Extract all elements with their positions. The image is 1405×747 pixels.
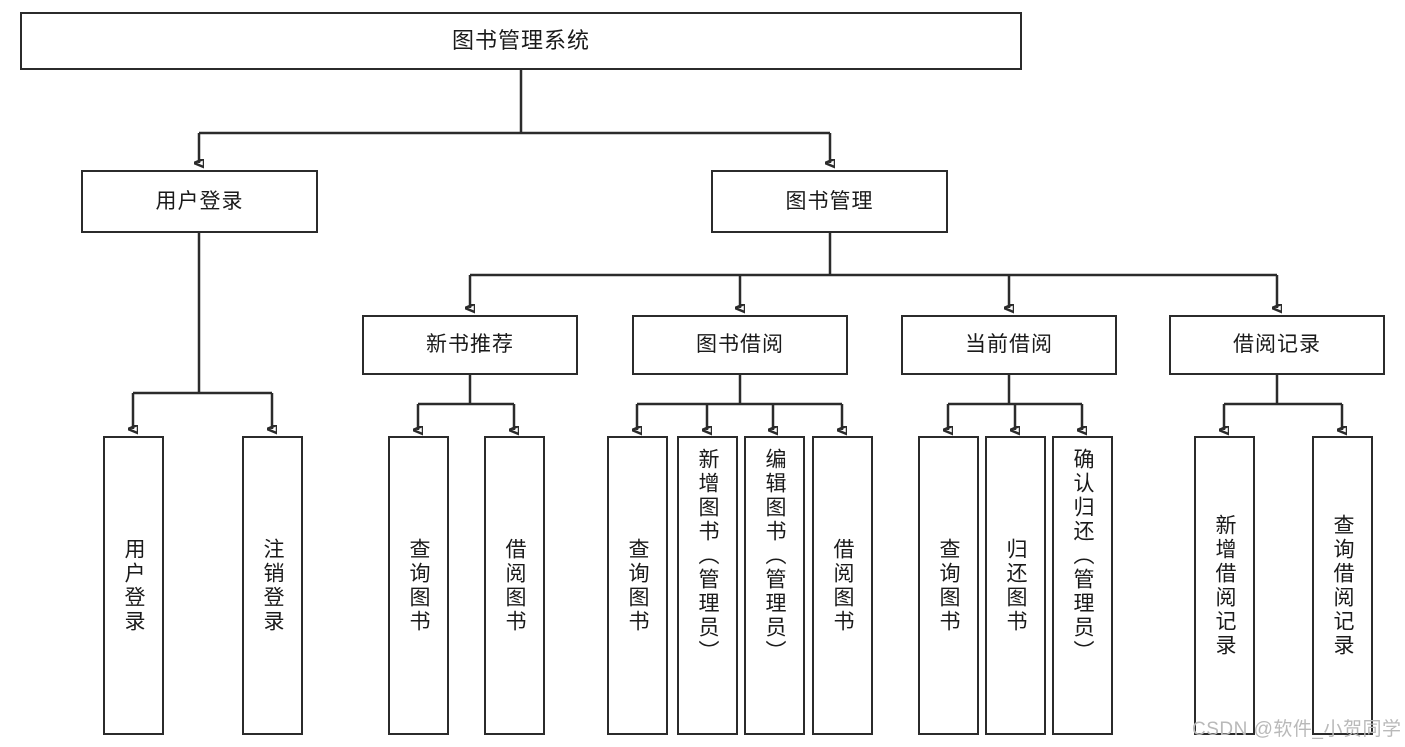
leaf-book-borrow-query-book[interactable]: 查询图书	[607, 436, 668, 735]
leaf-borrow-record-add-record[interactable]: 新增借阅记录	[1194, 436, 1255, 735]
leaf-current-borrow-query-book[interactable]: 查询图书	[918, 436, 979, 735]
leaf-new-book-query-book[interactable]: 查询图书	[388, 436, 449, 735]
leaf-book-borrow-borrow-book[interactable]: 借阅图书	[812, 436, 873, 735]
leaf-label: 用户登录	[122, 537, 145, 634]
leaf-label: 注销登录	[261, 537, 284, 634]
node-label: 图书管理	[785, 189, 874, 213]
leaf-book-borrow-edit-book-admin[interactable]: 编辑图书（管理员）	[744, 436, 805, 735]
node-root-book-management-system[interactable]: 图书管理系统	[20, 12, 1022, 70]
node-label: 借阅记录	[1233, 333, 1321, 357]
leaf-label: 查询借阅记录	[1331, 513, 1354, 658]
leaf-label: 借阅图书	[831, 537, 854, 634]
leaf-user-login-login[interactable]: 用户登录	[103, 436, 164, 735]
leaf-current-borrow-return-book[interactable]: 归还图书	[985, 436, 1046, 735]
leaf-new-book-borrow-book[interactable]: 借阅图书	[484, 436, 545, 735]
leaf-label: 借阅图书	[503, 537, 526, 634]
node-new-book-recommend[interactable]: 新书推荐	[362, 315, 578, 375]
leaf-label: 新增借阅记录	[1213, 513, 1236, 658]
leaf-borrow-record-query-record[interactable]: 查询借阅记录	[1312, 436, 1373, 735]
node-label: 图书借阅	[696, 333, 784, 357]
leaf-label: 确认归还（管理员）	[1071, 448, 1094, 664]
node-label: 图书管理系统	[451, 27, 590, 53]
watermark-text: CSDN @软件_小贺同学	[1192, 719, 1402, 740]
node-user-login[interactable]: 用户登录	[81, 170, 318, 233]
leaf-label: 编辑图书（管理员）	[763, 448, 786, 664]
node-label: 新书推荐	[426, 333, 514, 357]
leaf-label: 查询图书	[937, 537, 960, 634]
node-borrow-record[interactable]: 借阅记录	[1169, 315, 1385, 375]
leaf-book-borrow-add-book-admin[interactable]: 新增图书（管理员）	[677, 436, 738, 735]
node-book-management[interactable]: 图书管理	[711, 170, 948, 233]
csdn-watermark: CSDN @软件_小贺同学	[1192, 714, 1401, 741]
node-label: 用户登录	[155, 189, 244, 213]
leaf-label: 归还图书	[1004, 537, 1027, 634]
node-book-borrow[interactable]: 图书借阅	[632, 315, 848, 375]
node-current-borrow[interactable]: 当前借阅	[901, 315, 1117, 375]
node-label: 当前借阅	[965, 333, 1053, 357]
leaf-label: 查询图书	[626, 537, 649, 634]
leaf-current-borrow-confirm-return-admin[interactable]: 确认归还（管理员）	[1052, 436, 1113, 735]
leaf-user-login-logout[interactable]: 注销登录	[242, 436, 303, 735]
leaf-label: 新增图书（管理员）	[696, 448, 719, 664]
leaf-label: 查询图书	[407, 537, 430, 634]
